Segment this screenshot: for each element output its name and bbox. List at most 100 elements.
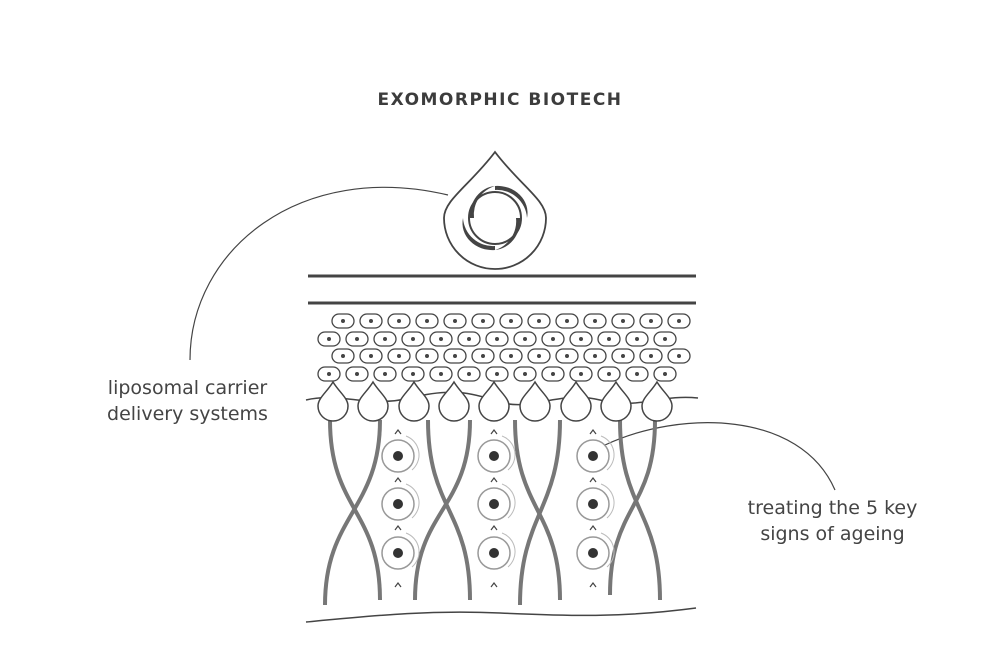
cell-nucleus <box>635 372 639 376</box>
cell-halo <box>405 435 420 471</box>
cell-nucleus <box>677 319 681 323</box>
right-leader-line <box>604 422 836 491</box>
collagen-fiber <box>323 419 382 606</box>
cell-nucleus <box>607 372 611 376</box>
up-caret-icon <box>394 477 402 483</box>
target-nucleus <box>489 451 499 461</box>
cell-halo <box>501 483 516 519</box>
cell-nucleus <box>509 354 513 358</box>
cell-nucleus <box>425 354 429 358</box>
cell-halo <box>600 435 615 471</box>
cell-nucleus <box>537 354 541 358</box>
cell-nucleus <box>551 337 555 341</box>
cell-nucleus <box>495 337 499 341</box>
collagen-fiber <box>513 419 562 601</box>
up-caret-icon <box>589 582 597 588</box>
up-caret-icon <box>490 525 498 531</box>
collagen-fiber <box>618 419 662 601</box>
up-caret-icon <box>490 477 498 483</box>
cell-nucleus <box>327 337 331 341</box>
cell-nucleus <box>369 354 373 358</box>
cell-nucleus <box>341 319 345 323</box>
up-caret-icon <box>490 582 498 588</box>
epidermis-cells <box>317 313 691 382</box>
up-caret-icon <box>490 429 498 435</box>
cell-nucleus <box>593 319 597 323</box>
liposome-drop-icon <box>641 380 673 422</box>
cell-nucleus <box>481 354 485 358</box>
liposome-drop-icon <box>519 380 551 422</box>
liposome-drop-icon <box>357 380 389 422</box>
left-leader-line <box>189 186 449 361</box>
liposome-drop-icon <box>398 380 430 422</box>
cell-nucleus <box>635 337 639 341</box>
cell-nucleus <box>411 337 415 341</box>
cell-nucleus <box>677 354 681 358</box>
cell-halo <box>405 532 420 568</box>
cell-nucleus <box>397 354 401 358</box>
cell-halo <box>501 435 516 471</box>
label-line: signs of ageing <box>760 523 905 545</box>
cell-nucleus <box>523 337 527 341</box>
liposome-drop-icon <box>443 150 547 270</box>
brand-title: EXOMORPHIC BIOTECH <box>377 90 623 110</box>
cell-nucleus <box>453 354 457 358</box>
cell-nucleus <box>341 354 345 358</box>
target-nucleus <box>393 548 403 558</box>
cell-nucleus <box>621 354 625 358</box>
target-nucleus <box>489 548 499 558</box>
cell-nucleus <box>411 372 415 376</box>
cell-nucleus <box>663 372 667 376</box>
collagen-fibers <box>323 419 662 606</box>
cell-nucleus <box>537 319 541 323</box>
target-nucleus <box>588 451 598 461</box>
cell-nucleus <box>397 319 401 323</box>
cell-nucleus <box>439 372 443 376</box>
label-line: delivery systems <box>107 403 268 425</box>
label-line: liposomal carrier <box>107 377 268 399</box>
target-nucleus <box>588 499 598 509</box>
cell-halo <box>405 483 420 519</box>
base-line <box>305 607 697 623</box>
cell-nucleus <box>383 337 387 341</box>
label-line: treating the 5 key <box>747 497 918 519</box>
cell-nucleus <box>579 337 583 341</box>
cell-nucleus <box>649 319 653 323</box>
collagen-fiber <box>426 419 472 601</box>
up-caret-icon <box>394 582 402 588</box>
cell-nucleus <box>579 372 583 376</box>
up-caret-icon <box>394 429 402 435</box>
liposome-drop-icon <box>560 380 592 422</box>
cell-nucleus <box>607 337 611 341</box>
cell-nucleus <box>621 319 625 323</box>
liposome-drop-icon <box>600 380 632 422</box>
cell-nucleus <box>565 319 569 323</box>
target-nucleus <box>393 499 403 509</box>
cell-nucleus <box>495 372 499 376</box>
up-caret-icon <box>589 429 597 435</box>
liposome-drop-icon <box>478 380 510 422</box>
target-nucleus <box>588 548 598 558</box>
cell-nucleus <box>593 354 597 358</box>
ageing-label: treating the 5 key signs of ageing <box>725 495 940 547</box>
cell-halo <box>501 532 516 568</box>
collagen-fiber <box>518 419 562 606</box>
cell-nucleus <box>327 372 331 376</box>
cell-nucleus <box>467 372 471 376</box>
collagen-fiber <box>608 419 657 596</box>
cell-nucleus <box>663 337 667 341</box>
cell-nucleus <box>383 372 387 376</box>
collagen-fiber <box>413 419 472 601</box>
cell-nucleus <box>523 372 527 376</box>
ageing-target-cells <box>381 429 615 588</box>
cell-nucleus <box>649 354 653 358</box>
liposome-drops <box>317 380 673 422</box>
cell-nucleus <box>551 372 555 376</box>
cell-nucleus <box>481 319 485 323</box>
cell-nucleus <box>467 337 471 341</box>
liposome-drop-icon <box>438 380 470 422</box>
up-caret-icon <box>589 525 597 531</box>
liposome-drop-icon <box>317 380 349 422</box>
cell-nucleus <box>509 319 513 323</box>
